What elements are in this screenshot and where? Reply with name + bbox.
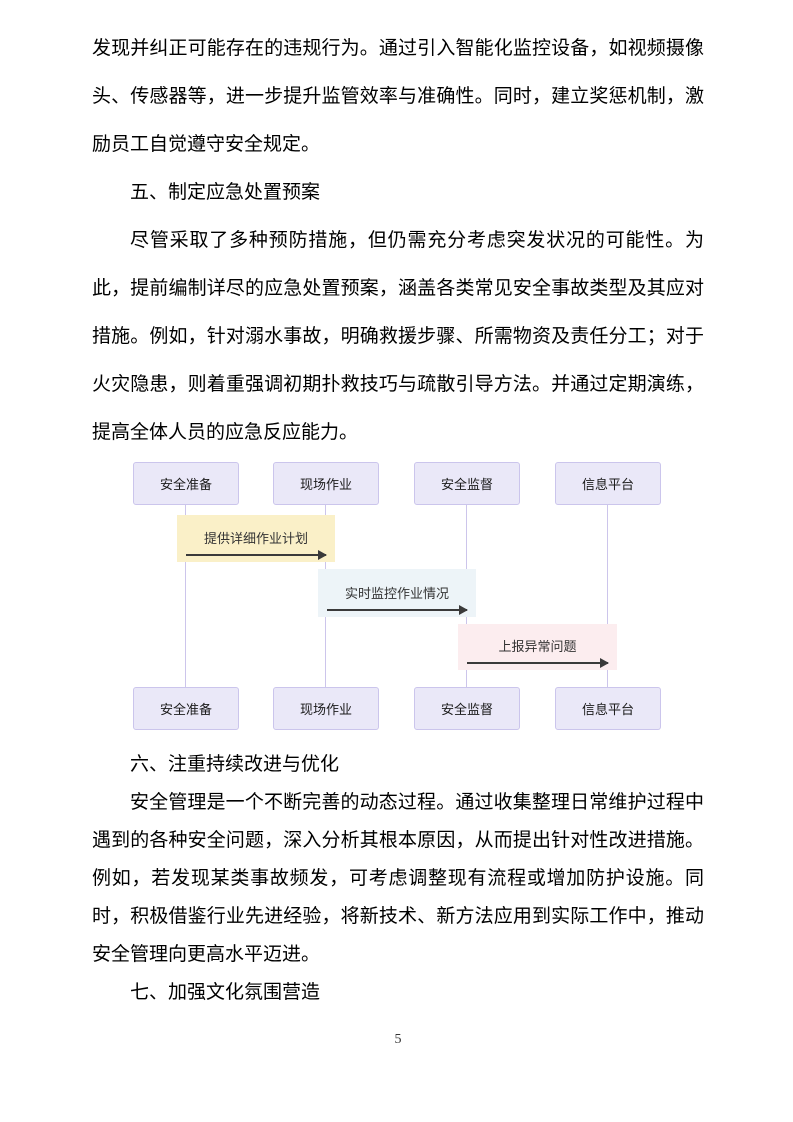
message-arrow-icon	[327, 605, 468, 615]
actor-box-information-platform: 信息平台	[555, 462, 661, 505]
actor-label: 现场作业	[299, 703, 352, 718]
paragraph-section-5: 尽管采取了多种预防措施，但仍需充分考虑突发状况的可能性。为此，提前编制详尽的应急…	[92, 230, 704, 443]
heading-section-5: 五、制定应急处置预案	[130, 182, 321, 203]
message-arrow-icon	[467, 658, 609, 668]
actor-label: 安全准备	[159, 478, 212, 493]
actor-box-safety-supervision: 安全监督	[414, 462, 520, 505]
message-provide-work-plan: 提供详细作业计划	[177, 515, 335, 562]
actor-label: 安全监督	[440, 478, 493, 493]
actor-box-information-platform: 信息平台	[555, 687, 661, 730]
heading-section-7: 七、加强文化氛围营造	[130, 982, 321, 1003]
actor-box-safety-preparation: 安全准备	[133, 687, 239, 730]
intro-paragraph: 发现并纠正可能存在的违规行为。通过引入智能化监控设备，如视频摄像头、传感器等，进…	[92, 38, 704, 155]
actor-label: 信息平台	[581, 703, 634, 718]
actor-box-site-operation: 现场作业	[273, 687, 379, 730]
actor-label: 安全监督	[440, 703, 493, 718]
message-realtime-monitoring: 实时监控作业情况	[318, 569, 476, 617]
paragraph-section-6: 安全管理是一个不断完善的动态过程。通过收集整理日常维护过程中遇到的各种安全问题，…	[92, 792, 704, 965]
message-arrow-icon	[186, 550, 327, 560]
actor-box-safety-preparation: 安全准备	[133, 462, 239, 505]
heading-section-6: 六、注重持续改进与优化	[130, 754, 340, 775]
actor-box-site-operation: 现场作业	[273, 462, 379, 505]
actor-label: 现场作业	[299, 478, 352, 493]
sequence-diagram: 安全准备 现场作业 安全监督 信息平台 提供详细作业计划 实时监控作业情况 上报…	[92, 460, 704, 732]
actor-label: 信息平台	[581, 478, 634, 493]
message-label: 提供详细作业计划	[203, 532, 308, 547]
message-report-anomalies: 上报异常问题	[458, 624, 617, 670]
lifeline	[185, 505, 186, 687]
actor-label: 安全准备	[159, 703, 212, 718]
message-label: 上报异常问题	[498, 640, 577, 655]
actor-box-safety-supervision: 安全监督	[414, 687, 520, 730]
message-label: 实时监控作业情况	[344, 587, 449, 602]
page-number: 5	[394, 1032, 402, 1047]
lifeline	[607, 505, 608, 687]
